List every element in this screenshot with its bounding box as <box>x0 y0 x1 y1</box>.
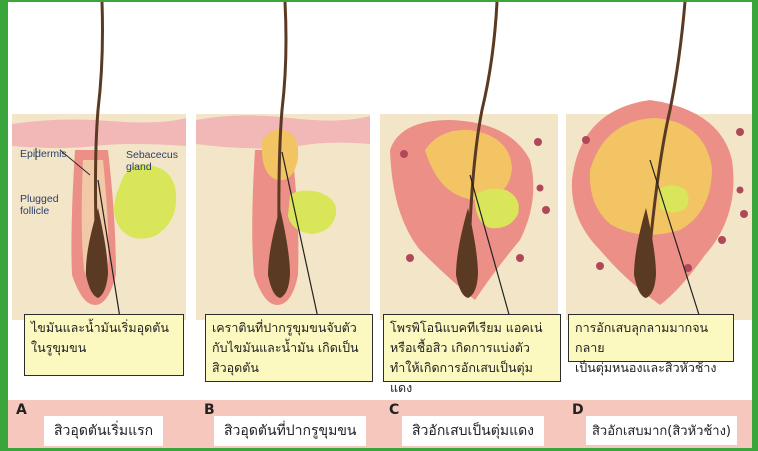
note-c-line2: หรือเชื้อสิว เกิดการแบ่งตัว <box>390 338 554 358</box>
note-panel-b: เคราตินที่ปากรูขุมขนจับตัว กับไขมันและน้… <box>205 314 373 382</box>
note-d-line2: เป็นตุ่มหนองและสิวหัวช้าง <box>575 358 727 378</box>
note-a-line2: ในรูขุมขน <box>31 338 177 358</box>
note-c-line3: ทำให้เกิดการอักเสบเป็นตุ่มแดง <box>390 358 554 398</box>
note-panel-a: ไขมันและน้ำมันเริ่มอุดตัน ในรูขุมขน <box>24 314 184 376</box>
note-d-line1: การอักเสบลุกลามมากจนกลาย <box>575 318 727 358</box>
note-c-line1: โพรพิโอนิแบคทีเรียม แอคเน่ <box>390 318 554 338</box>
note-b-line3: สิวอุดตัน <box>212 358 366 378</box>
stage-caption-a: สิวอุดตันเริ่มแรก <box>44 416 163 446</box>
stage-caption-d: สิวอักเสบมาก(สิวหัวช้าง) <box>586 416 737 445</box>
note-b-line1: เคราตินที่ปากรูขุมขนจับตัว <box>212 318 366 338</box>
stage-letter-a: A <box>16 402 27 418</box>
epidermis-label: Epidermis <box>20 148 67 160</box>
note-panel-c: โพรพิโอนิแบคทีเรียม แอคเน่ หรือเชื้อสิว … <box>383 314 561 382</box>
plugged-follicle-label-line1: Plugged <box>20 193 59 205</box>
stage-letter-d: D <box>572 402 584 418</box>
sebaceous-gland-label-line1: Sebacecus <box>126 149 178 161</box>
note-panel-d: การอักเสบลุกลามมากจนกลาย เป็นตุ่มหนองและ… <box>568 314 734 362</box>
note-a-line1: ไขมันและน้ำมันเริ่มอุดตัน <box>31 318 177 338</box>
stage-letter-c: C <box>389 402 399 418</box>
stage-caption-c: สิวอักเสบเป็นตุ่มแดง <box>402 416 544 446</box>
note-b-line2: กับไขมันและน้ำมัน เกิดเป็น <box>212 338 366 358</box>
sebaceous-gland-label-line2: gland <box>126 161 152 173</box>
stage-caption-b: สิวอุดตันที่ปากรูขุมขน <box>214 416 366 446</box>
plugged-follicle-label-line2: follicle <box>20 205 49 217</box>
